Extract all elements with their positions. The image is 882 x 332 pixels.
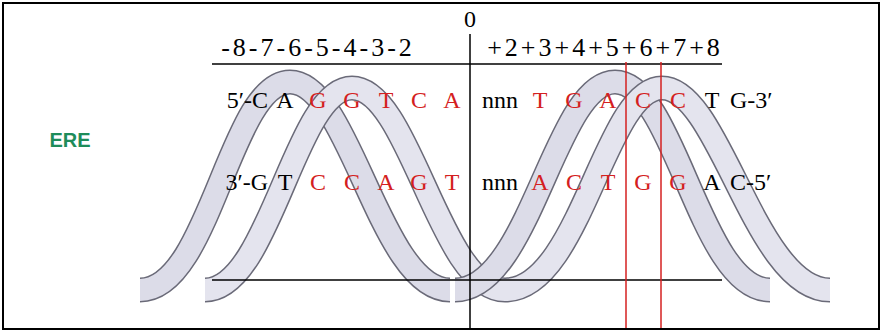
base-letter: A	[703, 169, 720, 195]
base-letter: A	[377, 169, 394, 195]
base-letter: T	[601, 169, 616, 195]
base-letter: C	[411, 87, 427, 113]
ribbon-edge	[205, 88, 505, 290]
ribbon	[455, 82, 770, 290]
base-letter: A	[443, 87, 460, 113]
ribbon	[505, 88, 830, 290]
red-marker-line	[660, 62, 662, 328]
base-letter: T	[278, 169, 293, 195]
axis-zero: 0	[464, 6, 476, 32]
base-letter: C	[566, 169, 582, 195]
position-numbers: -8-7-6-5-4-3-2	[221, 34, 415, 63]
red-marker-line	[625, 62, 627, 328]
dna-ribbons	[140, 82, 830, 290]
base-letter: 3′-G	[225, 169, 268, 195]
base-letter: C	[670, 87, 686, 113]
base-letter: G	[634, 169, 651, 195]
ribbon-edge	[505, 88, 830, 290]
base-letter: T	[533, 87, 548, 113]
position-numbers: +2+3+4+5+6+7+8	[487, 34, 723, 63]
base-letter: nnn	[482, 87, 518, 113]
base-letter: A	[531, 169, 548, 195]
bottom-rule	[212, 279, 722, 281]
base-letter: A	[276, 87, 293, 113]
base-letter: T	[379, 87, 394, 113]
base-letter: T	[705, 87, 720, 113]
base-letter: T	[445, 169, 460, 195]
base-letter: nnn	[482, 169, 518, 195]
base-letter: C	[310, 169, 326, 195]
ribbon	[205, 88, 505, 290]
base-letter: 5′-C	[227, 87, 268, 113]
base-letter: C	[344, 169, 360, 195]
base-letter: G	[309, 87, 326, 113]
frame	[3, 3, 879, 329]
base-letter: G	[669, 169, 686, 195]
center-axis	[469, 34, 471, 328]
base-letter: G	[410, 169, 427, 195]
base-letter: G	[343, 87, 360, 113]
element-name: ERE	[49, 129, 90, 151]
base-letter: G-3′	[730, 87, 773, 113]
base-letter: C	[635, 87, 651, 113]
base-letter: C-5′	[730, 169, 771, 195]
base-letter: G	[565, 87, 582, 113]
base-letter: A	[599, 87, 616, 113]
ribbon-edge	[455, 82, 770, 290]
top-rule	[212, 63, 722, 65]
